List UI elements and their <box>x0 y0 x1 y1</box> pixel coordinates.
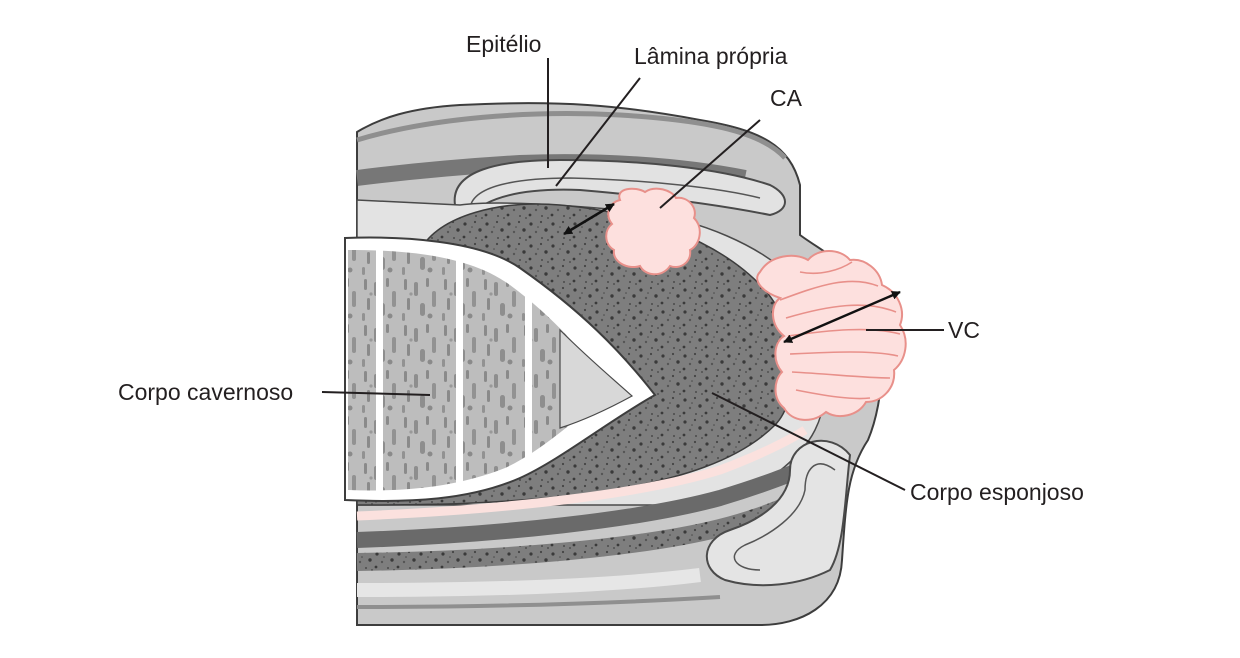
cavernoso-septum-2 <box>456 255 463 487</box>
corpo-cavernoso-tissue <box>348 250 610 491</box>
epithelium-fold-lower-line <box>733 463 836 571</box>
lower-band-dark <box>356 454 823 548</box>
lower-band-lines <box>356 595 721 609</box>
label-corpo-cavernoso: Corpo cavernoso <box>118 379 293 405</box>
lower-band-light <box>356 568 701 597</box>
cavernoso-septum-1 <box>376 248 383 494</box>
label-ca: CA <box>770 85 803 111</box>
epithelium-fold-lower <box>705 439 852 587</box>
epithelium-fold-line <box>469 177 761 211</box>
leader-corpo-esponjoso <box>711 392 906 491</box>
leader-lines <box>321 58 944 491</box>
label-vc: VC <box>948 317 980 343</box>
label-lamina-propria: Lâmina própria <box>634 43 788 69</box>
ca-lesion <box>605 187 701 276</box>
cavernoso-septum-3 <box>525 290 532 460</box>
epithelium-fold-upper <box>453 158 786 217</box>
leader-corpo-cavernoso <box>321 391 431 396</box>
leader-lamina-propria <box>555 77 641 187</box>
vc-depth-arrow <box>783 290 901 344</box>
lower-band-pink <box>356 426 808 521</box>
label-corpo-esponjoso: Corpo esponjoso <box>910 479 1084 505</box>
leader-ca <box>659 119 761 209</box>
label-epitelio: Epitélio <box>466 31 541 57</box>
cavernoso-tip-highlight <box>559 328 634 429</box>
ca-depth-arrow <box>563 202 615 236</box>
